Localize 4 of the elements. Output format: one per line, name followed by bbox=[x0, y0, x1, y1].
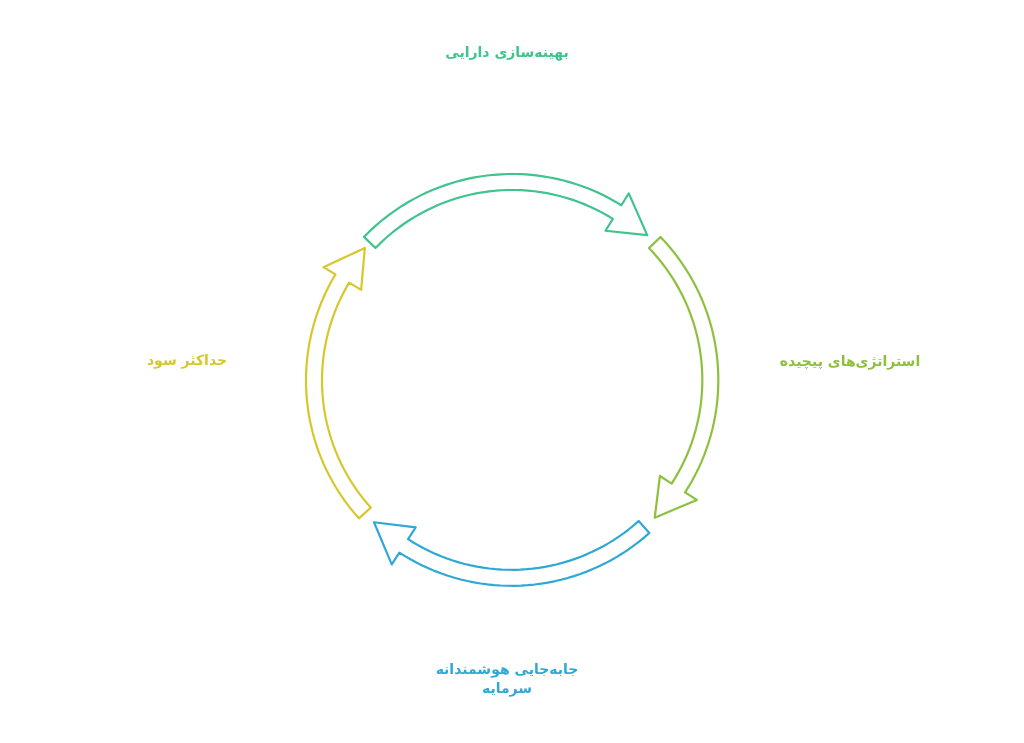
stage-label: حداکثر سود bbox=[146, 350, 228, 370]
stage-label: استراتژی‌های پیچیده bbox=[779, 351, 921, 371]
stage-label: جابه‌جایی هوشمندانه سرمایه bbox=[434, 660, 580, 698]
stage-label: بهینه‌سازی دارایی bbox=[445, 42, 569, 62]
